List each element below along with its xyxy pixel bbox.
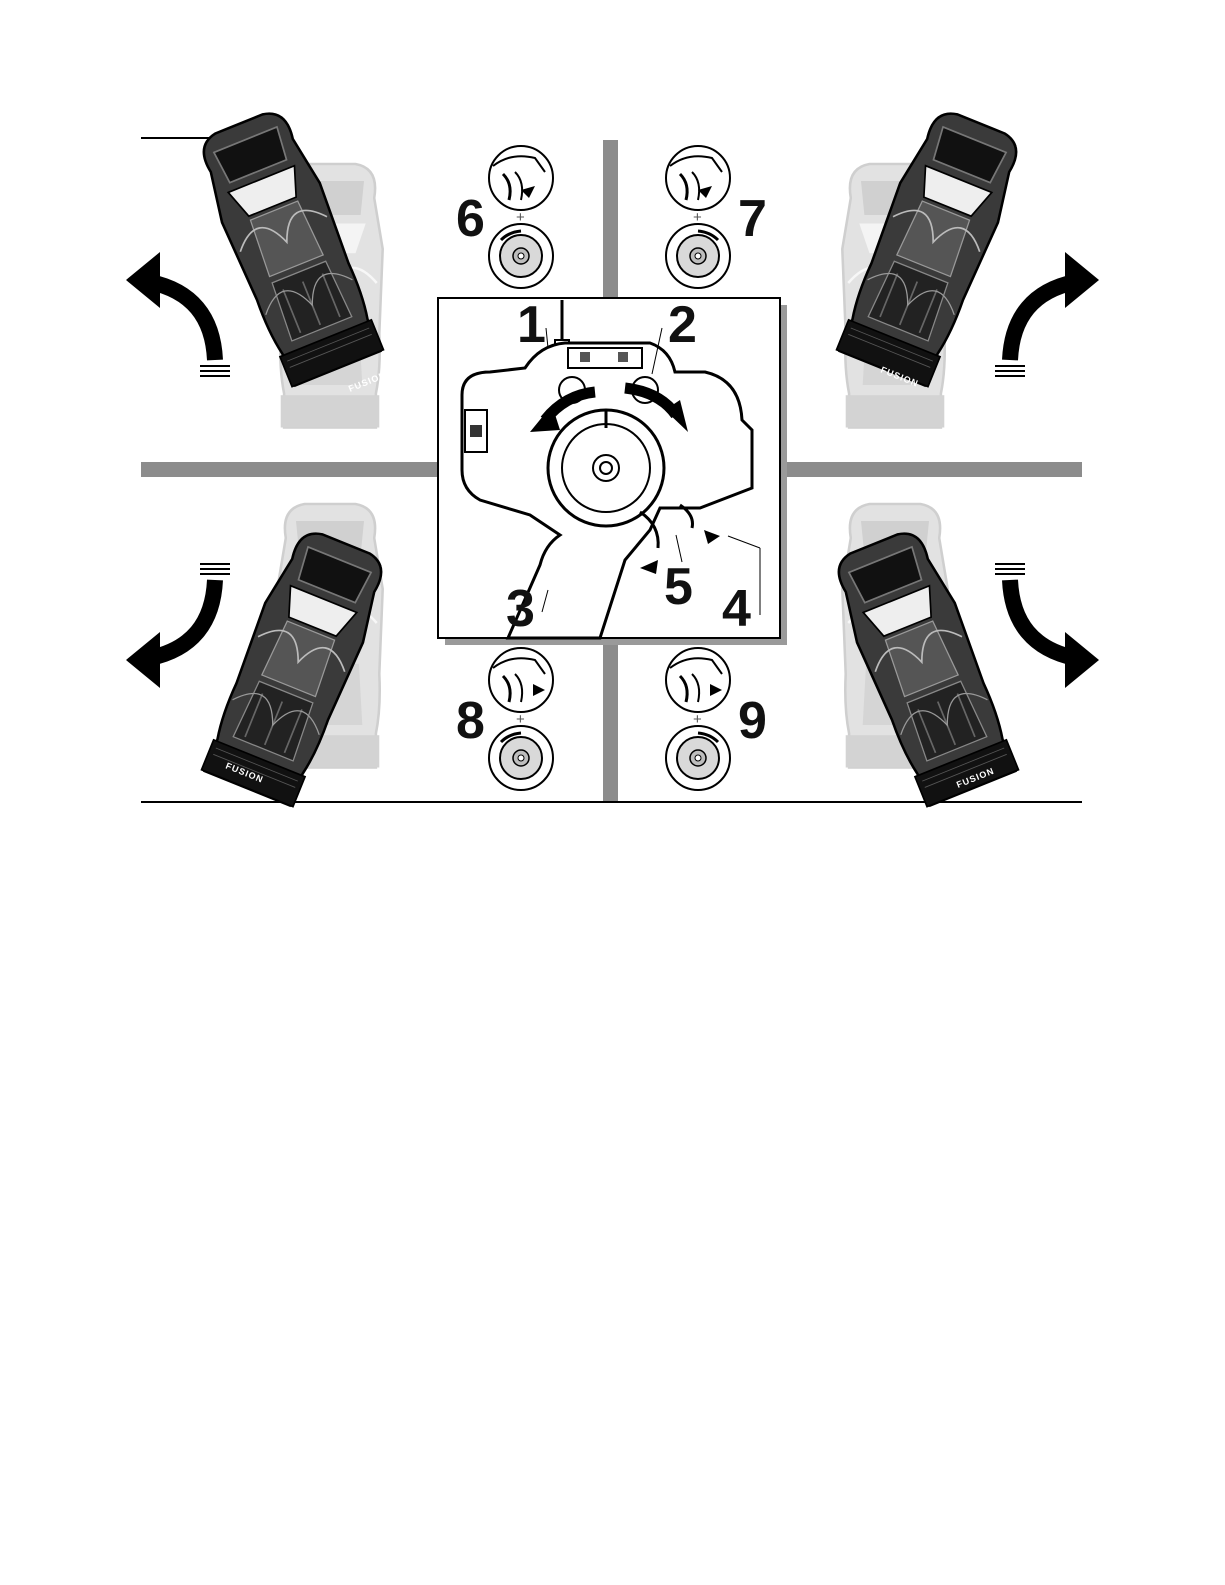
combo-6: + bbox=[489, 146, 553, 288]
combo-7: + bbox=[666, 146, 730, 288]
callout-5: 5 bbox=[664, 558, 693, 616]
curved-arrow-down-right-icon bbox=[995, 564, 1099, 688]
callout-9: 9 bbox=[738, 692, 767, 750]
callout-6: 6 bbox=[456, 190, 485, 248]
car-forward-left: FUSION bbox=[190, 104, 388, 427]
combo-8: + bbox=[489, 648, 553, 790]
callout-2: 2 bbox=[668, 296, 697, 354]
callout-8: 8 bbox=[456, 692, 485, 750]
combo-9: + bbox=[666, 648, 730, 790]
callout-3: 3 bbox=[506, 580, 535, 638]
car-reverse-right: FUSION bbox=[825, 504, 1021, 808]
car-reverse-left: FUSION bbox=[198, 504, 394, 808]
car-forward-right: FUSION bbox=[833, 104, 1029, 427]
callout-7: 7 bbox=[738, 190, 767, 248]
callout-4: 4 bbox=[722, 580, 751, 638]
curved-arrow-up-left-icon bbox=[126, 252, 230, 376]
curved-arrow-up-right-icon bbox=[995, 252, 1099, 376]
callout-1: 1 bbox=[517, 296, 546, 354]
curved-arrow-down-left-icon bbox=[126, 564, 230, 688]
